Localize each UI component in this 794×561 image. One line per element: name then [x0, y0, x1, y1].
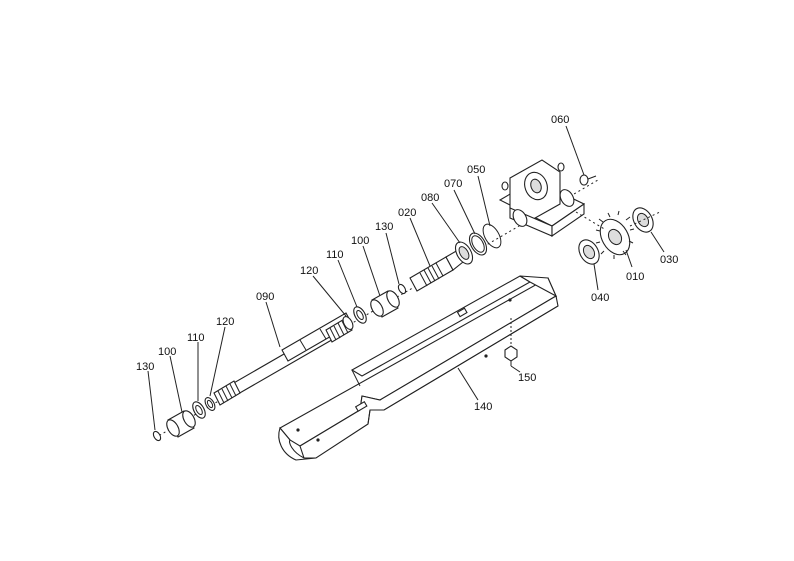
callout-110-lower: 110	[187, 332, 205, 344]
callout-090: 090	[256, 291, 274, 303]
ring-120-lower	[204, 397, 216, 411]
ring-120-upper	[342, 316, 354, 330]
callout-040: 040	[591, 292, 609, 304]
shaft-020	[409, 249, 464, 292]
gear-housing	[498, 159, 586, 238]
callout-080: 080	[421, 192, 439, 204]
callout-020: 020	[398, 207, 416, 219]
callout-030: 030	[660, 254, 678, 266]
bushing-100-upper	[370, 290, 400, 318]
seal-070	[468, 232, 488, 256]
washer-110-lower	[192, 401, 206, 419]
callout-100-lower: 100	[158, 346, 176, 358]
channel-frame-140	[278, 275, 559, 461]
washer-110-upper	[353, 306, 367, 324]
callout-120-upper: 120	[300, 265, 318, 277]
leader-lines	[147, 125, 665, 431]
callout-130-upper: 130	[375, 221, 393, 233]
bearing-080	[454, 241, 474, 265]
callout-labels: 060 050 070 080 020 130 100 110 120 090 …	[136, 114, 678, 413]
callout-130-lower: 130	[136, 361, 154, 373]
bolt-060	[579, 174, 597, 186]
bearing-030	[632, 207, 654, 233]
snap-ring-130-upper	[397, 283, 407, 295]
bushing-100-lower	[166, 410, 196, 438]
callout-070: 070	[444, 178, 462, 190]
bolt-150	[504, 318, 518, 366]
callout-060: 060	[551, 114, 569, 126]
callout-140: 140	[474, 401, 492, 413]
callout-050: 050	[467, 164, 485, 176]
callout-100-upper: 100	[351, 235, 369, 247]
gear-010	[595, 210, 635, 259]
callout-010: 010	[626, 271, 644, 283]
callout-120-lower: 120	[216, 316, 234, 328]
callout-150: 150	[518, 372, 536, 384]
circlip-050	[482, 223, 502, 249]
callout-110-upper: 110	[326, 249, 344, 261]
spline-090-lower	[213, 380, 241, 406]
snap-ring-130-lower	[152, 430, 162, 442]
bearing-040	[578, 239, 600, 265]
